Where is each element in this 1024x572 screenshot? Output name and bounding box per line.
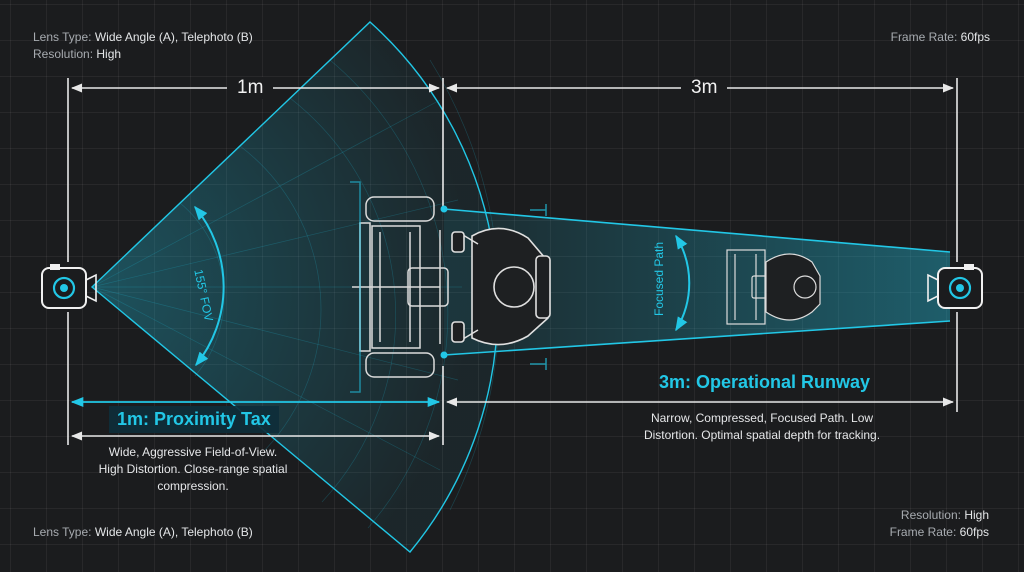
racing-simulator-rig-icon (350, 181, 547, 393)
resolution-value: High (96, 47, 122, 61)
lens-type-key: Lens Type: (33, 525, 92, 539)
resolution-key: Resolution: (900, 508, 961, 522)
lens-type-key: Lens Type: (33, 30, 92, 44)
proximity-tax-description: Wide, Aggressive Field-of-View. High Dis… (98, 445, 288, 493)
resolution-key: Resolution: (33, 47, 94, 61)
camera-icon (927, 264, 983, 309)
lens-type-value: Wide Angle (A), Telephoto (B) (94, 30, 253, 44)
spec-panel-top-right: Frame Rate: 60fps (891, 29, 990, 46)
spec-panel-bottom-right: Resolution: High Frame Rate: 60fps (890, 507, 989, 541)
frame-rate-value: 60fps (960, 30, 990, 44)
proximity-tax-heading: 1m: Proximity Tax (109, 406, 279, 433)
camera-icon (41, 264, 97, 309)
spec-panel-top-left: Lens Type: Wide Angle (A), Telephoto (B)… (33, 29, 253, 63)
spec-panel-bottom-left: Lens Type: Wide Angle (A), Telephoto (B) (33, 524, 253, 541)
frame-rate-key: Frame Rate: (890, 30, 958, 44)
operational-runway-heading: 3m: Operational Runway (659, 372, 871, 392)
frame-rate-value: 60fps (959, 525, 989, 539)
focused-path-label: Focused Path (652, 241, 666, 316)
frame-rate-key: Frame Rate: (889, 525, 957, 539)
distance-label-far: 3m (681, 77, 728, 99)
far-simulator-rig-icon (726, 249, 821, 325)
wide-angle-fov-cone (90, 21, 500, 553)
distance-label-near: 1m (227, 77, 274, 99)
resolution-value: High (964, 508, 989, 522)
lens-type-value: Wide Angle (A), Telephoto (B) (94, 525, 253, 539)
operational-runway-description: Narrow, Compressed, Focused Path. Low Di… (643, 411, 881, 442)
driver-icon (451, 227, 551, 346)
telephoto-focused-beam (443, 208, 951, 356)
